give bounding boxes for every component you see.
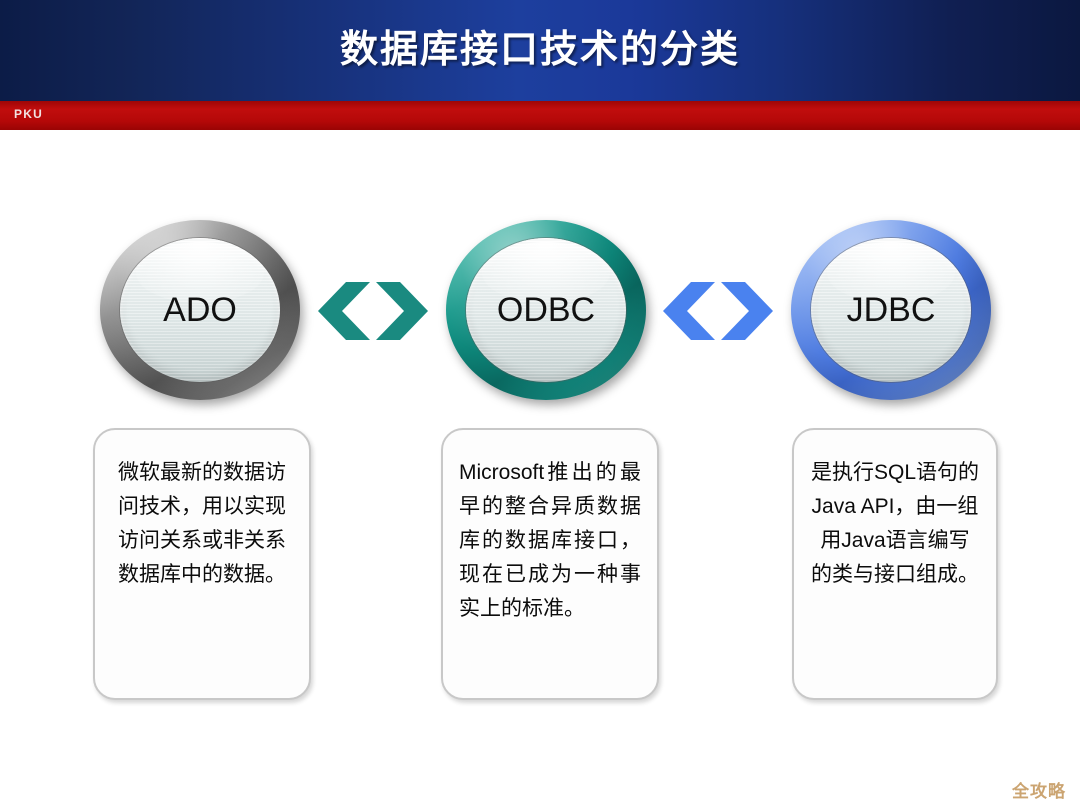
description-card-ado: 微软最新的数据访问技术，用以实现访问关系或非关系数据库中的数据。 xyxy=(93,428,311,700)
double-chevron-icon xyxy=(318,282,428,340)
watermark: 全攻略 xyxy=(1012,782,1066,802)
pku-logo: PKU xyxy=(14,107,43,121)
slide-body: ADO ODBC JDBC xyxy=(0,130,1080,810)
circle-face-ado: ADO xyxy=(120,238,280,382)
diagram-node-ado[interactable]: ADO xyxy=(100,220,300,400)
circle-button-odbc[interactable]: ODBC xyxy=(446,220,646,400)
description-card-odbc: Microsoft推出的最早的整合异质数据库的数据库接口，现在已成为一种事实上的… xyxy=(441,428,659,700)
circle-face-jdbc: JDBC xyxy=(811,238,971,382)
circle-face-odbc: ODBC xyxy=(466,238,626,382)
description-text-ado: 微软最新的数据访问技术，用以实现访问关系或非关系数据库中的数据。 xyxy=(118,461,286,587)
diagram-node-jdbc[interactable]: JDBC xyxy=(791,220,991,400)
header-accent-bar xyxy=(0,101,1080,130)
circle-button-ado[interactable]: ADO xyxy=(100,220,300,400)
description-text-odbc: Microsoft推出的最早的整合异质数据库的数据库接口，现在已成为一种事实上的… xyxy=(459,461,641,621)
connector-ado-odbc xyxy=(318,282,428,340)
description-text-jdbc: 是执行SQL语句的Java API，由一组用Java语言编写的类与接口组成。 xyxy=(810,461,980,587)
connector-odbc-jdbc xyxy=(663,282,773,340)
node-label-ado: ADO xyxy=(163,291,237,329)
diagram-node-odbc[interactable]: ODBC xyxy=(446,220,646,400)
circle-button-jdbc[interactable]: JDBC xyxy=(791,220,991,400)
slide-header: 数据库接口技术的分类 xyxy=(0,0,1080,101)
description-card-jdbc: 是执行SQL语句的Java API，由一组用Java语言编写的类与接口组成。 xyxy=(792,428,998,700)
double-chevron-icon xyxy=(663,282,773,340)
node-label-odbc: ODBC xyxy=(496,291,596,329)
page-title: 数据库接口技术的分类 xyxy=(339,27,740,71)
node-label-jdbc: JDBC xyxy=(846,291,936,329)
